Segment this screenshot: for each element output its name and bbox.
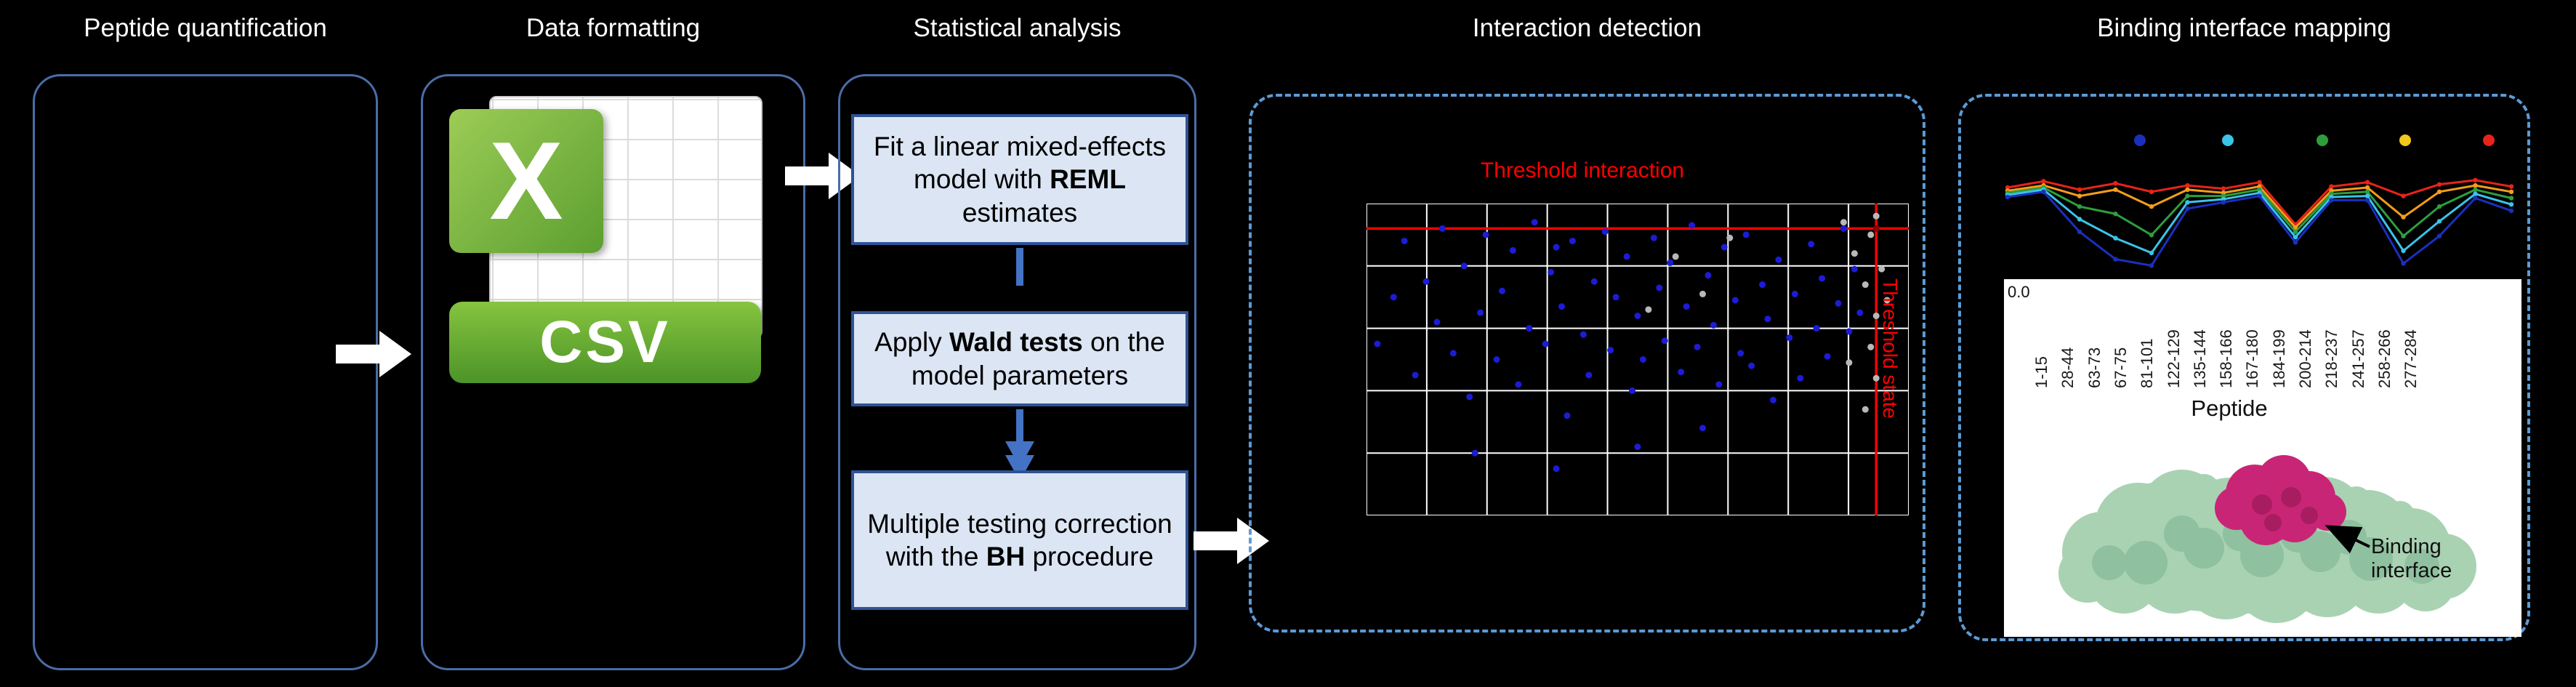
title-peptide-quantification: Peptide quantification [84, 14, 327, 42]
peptide-tick-label: 28-44 [2058, 347, 2077, 388]
peptide-tick-label: 67-75 [2111, 347, 2130, 388]
scatter-plot [1367, 204, 1909, 515]
step-text-pre: Fit a linear mixed-effects model with [873, 132, 1167, 195]
arrow-head [379, 331, 411, 377]
step-text-bold: Wald tests [949, 327, 1083, 358]
peptide-tick-label: 184-199 [2269, 329, 2288, 388]
peptide-tick-label: 135-144 [2190, 329, 2209, 388]
peptide-tick-label: 277-284 [2402, 329, 2420, 388]
title-data-formatting: Data formatting [526, 14, 701, 42]
peptide-tick-label: 200-214 [2296, 329, 2314, 388]
peptide-tick-label: 81-101 [2138, 338, 2157, 388]
peptide-tick-label: 63-73 [2085, 347, 2104, 388]
arrow-head [1005, 441, 1034, 467]
peptide-tick-label: 218-237 [2322, 329, 2341, 388]
threshold-interaction-label: Threshold interaction [1480, 158, 1685, 182]
panel-interaction-detection: Threshold interaction Threshold state [1249, 94, 1925, 632]
step-text: Apply Wald tests on the model parameters [863, 326, 1177, 391]
step-text-post: estimates [962, 197, 1078, 228]
line-chart-svg [2005, 177, 2514, 268]
binding-interface-label: Binding interface [2371, 535, 2452, 583]
peptide-tick-label: 167-180 [2243, 329, 2262, 388]
peptide-figure-area: 0.0 1-15 28-44 63-73 67-75 81-101 122-129 135-… [2004, 279, 2521, 637]
binding-interface-shading [2252, 487, 2318, 531]
protein-surface-shading [2092, 515, 2439, 584]
arrow-head [1237, 518, 1269, 564]
step-text: Fit a linear mixed-effects model with RE… [863, 130, 1177, 228]
flow-arrow-right-icon [336, 331, 413, 377]
threshold-state-label: Threshold state [1879, 278, 1901, 419]
title-statistical-analysis: Statistical analysis [913, 14, 1122, 42]
uptake-line-chart [1999, 159, 2520, 283]
flow-arrow-right-icon [1194, 518, 1271, 564]
peptide-tick-label: 1-15 [2032, 355, 2050, 388]
y-axis-tick: 0.0 [2008, 283, 2030, 301]
excel-x-logo-icon: X [449, 109, 603, 253]
step-wald-tests: Apply Wald tests on the model parameters [851, 311, 1188, 406]
arrow-shaft [1016, 409, 1023, 443]
title-binding-interface-mapping: Binding interface mapping [2097, 14, 2391, 42]
condition-dot-icon [2133, 134, 2146, 146]
step-text-bold: BH [986, 542, 1026, 571]
arrow-shaft [1194, 531, 1239, 550]
csv-file-icon: X CSV [449, 96, 762, 383]
arrow-shaft [336, 345, 381, 363]
condition-dot-icon [2222, 134, 2234, 146]
peptide-axis-label: Peptide [2191, 395, 2268, 421]
step-text: Multiple testing correction with the BH … [863, 507, 1177, 573]
panel-statistical-analysis: Fit a linear mixed-effects model with RE… [838, 74, 1196, 670]
step-bh-correction: Multiple testing correction with the BH … [851, 470, 1188, 610]
step-reml-model: Fit a linear mixed-effects model with RE… [851, 114, 1188, 245]
condition-dot-icon [2399, 134, 2412, 146]
step-text-bold: REML [1050, 164, 1126, 195]
protein-structure-image [2058, 455, 2476, 623]
panel-data-formatting: X CSV [421, 74, 805, 670]
panel-binding-interface-mapping: 0.0 1-15 28-44 63-73 67-75 81-101 122-129 135-… [1958, 94, 2530, 641]
step-text-pre: Multiple testing correction with the [867, 508, 1172, 571]
step-text-post: on the model parameters [911, 327, 1165, 390]
peptide-tick-label: 158-166 [2217, 329, 2236, 388]
title-interaction-detection: Interaction detection [1472, 14, 1702, 42]
condition-legend-dots [1999, 134, 2520, 149]
peptide-tick-label: 122-129 [2164, 329, 2183, 388]
condition-dot-icon [2482, 134, 2495, 146]
peptide-tick-label: 241-257 [2348, 329, 2367, 388]
step-text-pre: Apply [874, 327, 949, 358]
scatter-plot-svg [1367, 204, 1909, 515]
csv-banner-label: CSV [449, 302, 761, 383]
step-text-post: procedure [1025, 542, 1154, 571]
peptide-tick-label: 258-266 [2375, 329, 2394, 388]
condition-dot-icon [2316, 134, 2328, 146]
arrow-shaft [785, 166, 830, 185]
arrow-shaft [1016, 248, 1023, 286]
binding-interface-arrow-icon [2325, 525, 2370, 554]
panel-peptide-quantification [33, 74, 378, 670]
